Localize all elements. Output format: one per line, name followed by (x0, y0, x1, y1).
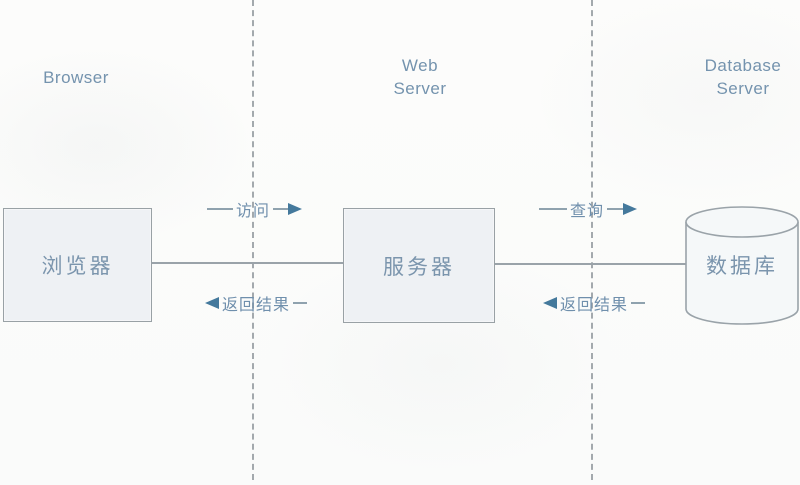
database-cylinder-icon (685, 206, 799, 325)
dashed-separator-left (252, 0, 254, 480)
node-browser: 浏览器 (3, 208, 152, 322)
lane-header-browser-text: Browser (43, 68, 109, 87)
node-browser-label: 浏览器 (41, 255, 114, 278)
arrow-left-icon (205, 297, 219, 309)
arrow-query-label: 查询 (570, 203, 605, 220)
dashed-separator-right (591, 0, 593, 480)
lane-header-database-server-line1: Database (704, 56, 782, 75)
arrow-right-icon (623, 203, 638, 215)
lane-header-web-server-line2: Server (393, 79, 447, 98)
lane-header-web-server: Web Server (350, 54, 490, 100)
arrow-return-result-left: 返回结果 (205, 292, 308, 314)
arrow-return-result-left-tail (293, 302, 308, 304)
arrow-visit-tail (207, 208, 233, 210)
node-database: 数据库 (685, 206, 799, 328)
lane-header-database-server: Database Server (673, 54, 800, 100)
arrow-query-shaft (607, 208, 624, 210)
arrow-right-icon (288, 203, 303, 215)
arrow-visit: 访问 (207, 198, 303, 220)
lane-header-browser: Browser (6, 66, 146, 89)
connector-browser-server (152, 262, 343, 264)
arrow-visit-shaft (273, 208, 289, 210)
arrow-query-tail (539, 208, 567, 210)
node-server: 服务器 (343, 208, 495, 323)
arrow-query: 查询 (539, 198, 638, 220)
arrow-return-result-left-label: 返回结果 (222, 297, 291, 314)
arrow-visit-label: 访问 (236, 203, 271, 220)
node-server-label: 服务器 (383, 255, 455, 279)
arrow-return-result-right-tail (631, 302, 646, 304)
node-database-label: 数据库 (706, 255, 778, 278)
arrow-return-result-right-label: 返回结果 (560, 297, 629, 314)
lane-header-database-server-line2: Server (716, 79, 770, 98)
arrow-left-icon (543, 297, 557, 309)
arrow-return-result-right: 返回结果 (543, 292, 646, 314)
lane-header-web-server-line1: Web (401, 56, 439, 75)
connector-server-database (495, 263, 686, 265)
